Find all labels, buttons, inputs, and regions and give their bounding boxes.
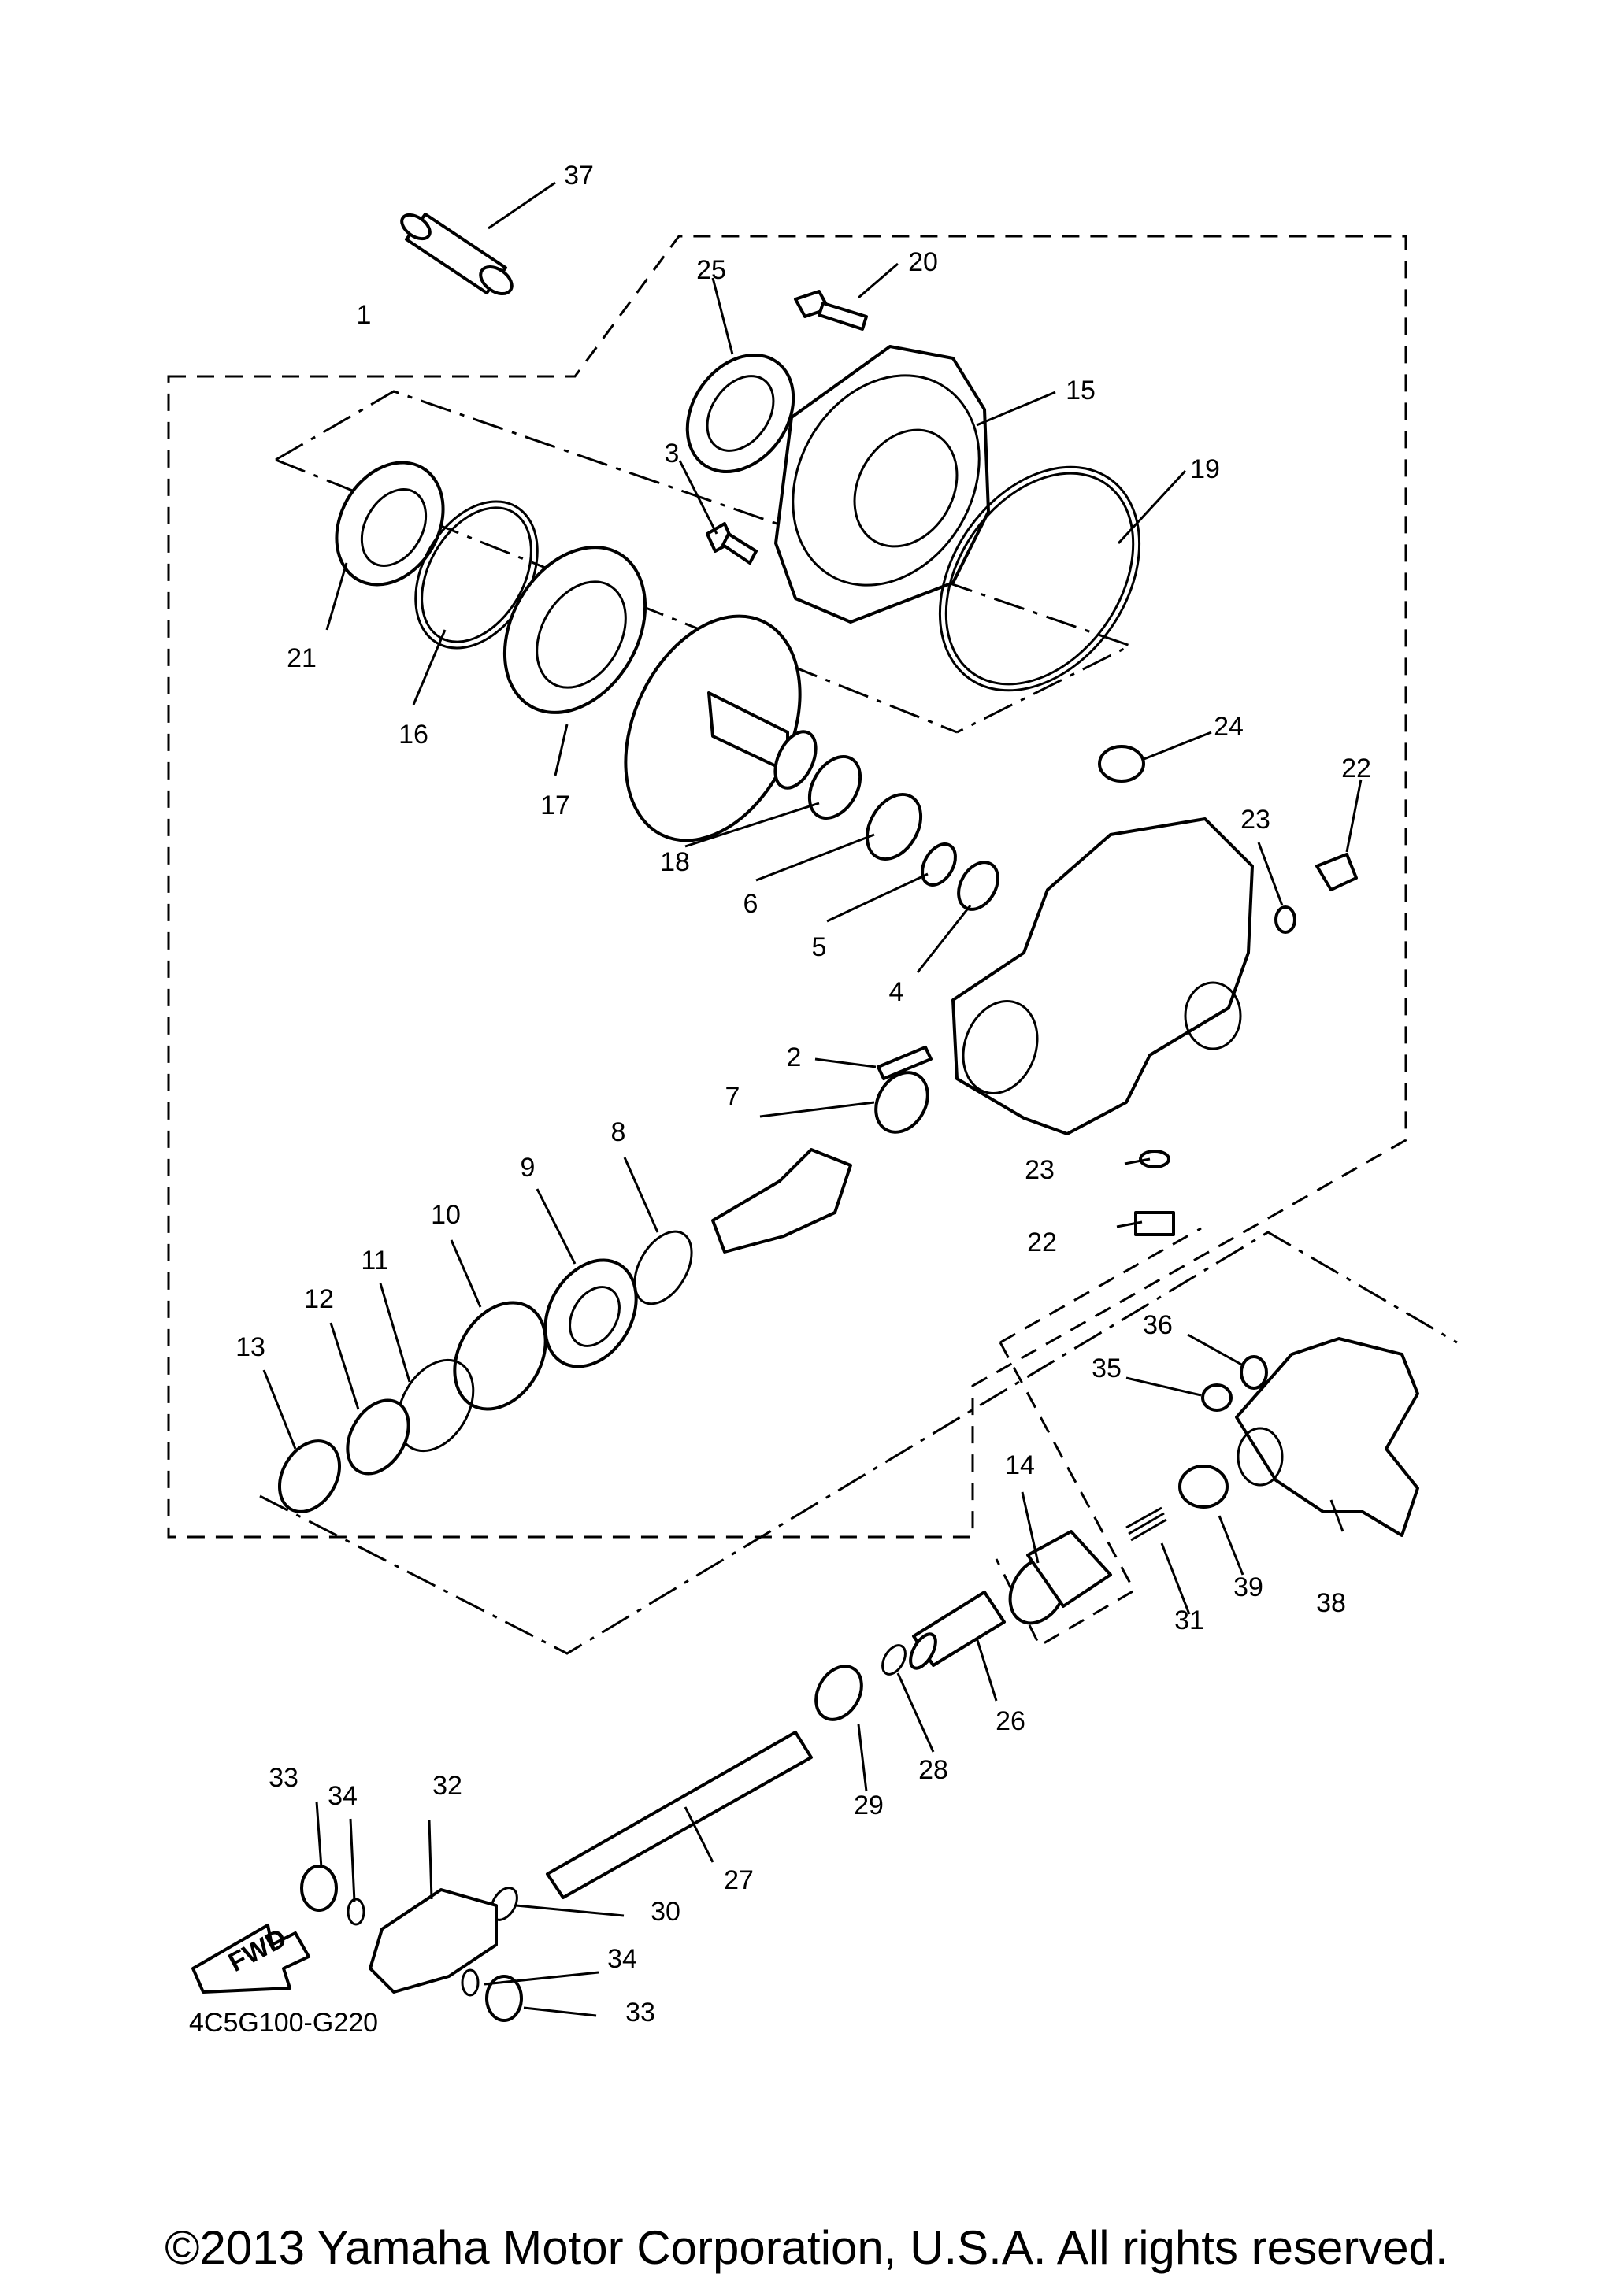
callout-20: 20: [908, 247, 938, 277]
part-housing: [951, 817, 1254, 1135]
callout-7: 7: [725, 1082, 740, 1112]
part-15-cover: [774, 345, 990, 624]
part-38-bracket: [1235, 1337, 1419, 1537]
part-11-oring: [396, 1358, 475, 1453]
part-35-nut: [1201, 1383, 1233, 1412]
callout-16: 16: [399, 720, 428, 750]
callout-2: 2: [787, 1042, 802, 1072]
callout-5: 5: [812, 932, 827, 962]
part-20-bolt: [794, 290, 868, 331]
callout-22-upper: 22: [1341, 754, 1371, 783]
part-21-seal: [335, 461, 445, 587]
part-27-shaft: [546, 1731, 813, 1899]
part-39-collar: [1178, 1465, 1229, 1509]
callout-26: 26: [996, 1706, 1025, 1736]
callout-14: 14: [1005, 1450, 1035, 1480]
callout-17: 17: [540, 791, 570, 820]
part-9-bearing: [543, 1258, 638, 1368]
callout-15: 15: [1066, 376, 1096, 406]
callout-21: 21: [287, 643, 317, 673]
part-ring-gear: [624, 614, 818, 842]
part-33-cup-upper: [300, 1865, 338, 1912]
callout-19: 19: [1190, 454, 1220, 484]
part-13-boot: [278, 1439, 341, 1513]
part-29-collar: [814, 1665, 863, 1721]
part-22-plug-lower: [1134, 1211, 1175, 1236]
part-6-bearing: [865, 793, 923, 861]
callout-29: 29: [854, 1791, 884, 1820]
part-34-clip-upper: [347, 1898, 365, 1926]
callout-23-upper: 23: [1240, 805, 1270, 835]
callout-39: 39: [1233, 1572, 1263, 1602]
part-2-stud: [877, 1046, 933, 1080]
callout-33-upper: 33: [269, 1763, 298, 1793]
part-17-bearing: [502, 546, 647, 714]
part-3-bolt: [706, 522, 758, 565]
part-8-ring: [633, 1230, 693, 1305]
part-4-collar: [957, 861, 999, 911]
callout-8: 8: [611, 1117, 626, 1147]
callout-labels: 1 2 3 4 5 6 7 8 9 10 11 12 13 14 15 16 1…: [235, 161, 1371, 2028]
callout-32: 32: [432, 1771, 462, 1801]
callout-34-upper: 34: [328, 1781, 358, 1811]
part-drawings: [278, 213, 1419, 2022]
part-34-clip-lower: [461, 1968, 480, 1997]
part-24-cap: [1098, 745, 1145, 783]
part-23-washer-lower: [1139, 1150, 1170, 1168]
part-36-washer: [1240, 1355, 1268, 1390]
callout-38: 38: [1316, 1588, 1346, 1618]
part-5-collar: [921, 842, 957, 887]
callout-6: 6: [743, 889, 758, 919]
part-18-shim: [807, 755, 862, 820]
callout-35: 35: [1092, 1354, 1122, 1383]
callout-1: 1: [357, 300, 372, 330]
callout-31: 31: [1174, 1605, 1204, 1635]
part-28-clip: [881, 1644, 907, 1676]
callout-34-lower: 34: [607, 1944, 637, 1974]
part-25-washer: [685, 353, 795, 474]
callout-11: 11: [361, 1246, 388, 1276]
callout-18: 18: [660, 847, 690, 877]
part-12-seal: [346, 1398, 410, 1476]
part-22-plug-upper: [1315, 853, 1358, 891]
callout-36: 36: [1143, 1310, 1173, 1340]
callout-30: 30: [651, 1897, 680, 1927]
part-7-bearing: [874, 1071, 929, 1134]
part-23-washer-upper: [1274, 905, 1296, 934]
part-10-nut: [453, 1301, 547, 1411]
part-32-yoke: [369, 1888, 498, 1994]
callout-13: 13: [235, 1332, 265, 1362]
part-33-cup-lower: [485, 1975, 523, 2022]
part-31-spring: [1125, 1506, 1167, 1542]
leader-lines: [262, 181, 1363, 2017]
part-pinion-gear: [711, 1148, 852, 1254]
callout-10: 10: [431, 1200, 461, 1230]
callout-9: 9: [521, 1153, 536, 1183]
callout-24: 24: [1214, 712, 1244, 742]
part-37-pipe: [400, 213, 514, 296]
callout-3: 3: [665, 439, 680, 468]
callout-12: 12: [304, 1284, 334, 1314]
callout-27: 27: [724, 1865, 754, 1895]
part-19-oring: [938, 465, 1141, 692]
part-14-boot: [1008, 1530, 1112, 1625]
callout-23-lower: 23: [1025, 1155, 1055, 1185]
callout-37: 37: [564, 161, 594, 191]
callout-25: 25: [696, 255, 726, 285]
callout-22-lower: 22: [1027, 1228, 1057, 1257]
forward-arrow-icon: FWD: [191, 1923, 310, 1994]
copyright-notice: ©2013 Yamaha Motor Corporation, U.S.A. A…: [165, 2221, 1448, 2274]
callout-4: 4: [889, 977, 904, 1007]
callout-28: 28: [918, 1755, 948, 1785]
callout-33-lower: 33: [625, 1998, 655, 2028]
diagram-code: 4C5G100-G220: [189, 2008, 378, 2038]
part-26-pipe: [909, 1591, 1006, 1670]
